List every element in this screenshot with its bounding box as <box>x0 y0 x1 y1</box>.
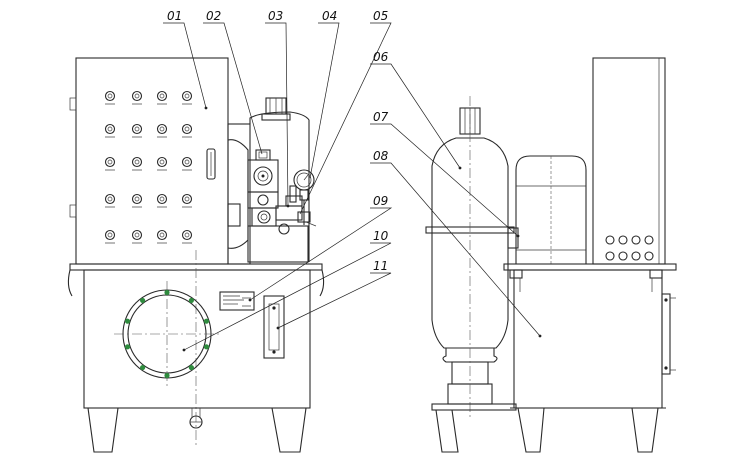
control-cabinet <box>69 57 229 265</box>
indicator-lamp <box>181 90 193 105</box>
flange-bolt <box>140 297 146 304</box>
flange-bolt <box>164 372 170 379</box>
indicator-lamp <box>131 156 143 171</box>
indicator-lamp <box>131 90 143 105</box>
callout-09: 09 <box>373 194 388 208</box>
callout-04: 04 <box>322 9 337 23</box>
indicator-lamp <box>181 156 193 171</box>
indicator-lamp <box>156 123 168 138</box>
oil-level-gauge <box>263 295 285 359</box>
nameplate <box>219 291 255 311</box>
callout-05: 05 <box>373 9 388 23</box>
oil-tank-side <box>510 269 676 453</box>
indicator-lamp <box>104 156 116 171</box>
panel-button <box>618 251 628 261</box>
indicator-lamp <box>156 156 168 171</box>
indicator-lamp-grid <box>104 90 193 244</box>
panel-button <box>605 251 615 261</box>
callout-06: 06 <box>373 50 389 64</box>
indicator-lamp <box>104 193 116 208</box>
callout-labels: 01 02 03 04 05 06 07 08 09 10 11 <box>167 9 389 273</box>
callout-11: 11 <box>373 259 388 273</box>
callout-02: 02 <box>206 9 221 23</box>
flange-bolt <box>124 318 131 324</box>
panel-button <box>631 235 641 245</box>
panel-button <box>618 235 628 245</box>
indicator-lamp <box>131 193 143 208</box>
flange-bolt <box>164 289 170 296</box>
side-view <box>425 57 677 453</box>
callout-03: 03 <box>268 9 283 23</box>
flange-bolt <box>203 344 210 350</box>
indicator-lamp <box>104 90 116 105</box>
indicator-lamp <box>156 229 168 244</box>
flange-bolts <box>124 289 210 379</box>
rear-electrical-cabinet <box>592 57 666 265</box>
front-view <box>67 57 325 453</box>
flange-bolt <box>203 318 210 324</box>
panel-button <box>605 235 615 245</box>
flange-bolt <box>140 364 146 371</box>
indicator-lamp <box>131 123 143 138</box>
indicator-lamp <box>104 123 116 138</box>
oil-tank-front <box>83 250 311 448</box>
inspection-flange <box>114 281 220 387</box>
panel-button <box>631 251 641 261</box>
flange-bolt <box>188 297 194 304</box>
indicator-lamp <box>156 193 168 208</box>
flange-bolt <box>124 344 131 350</box>
panel-button <box>644 235 654 245</box>
accumulator <box>425 96 515 418</box>
indicator-lamp <box>156 90 168 105</box>
indicator-lamp <box>104 229 116 244</box>
electric-motor <box>507 155 587 265</box>
indicator-lamp <box>181 193 193 208</box>
panel-button <box>644 251 654 261</box>
tank-legs-front <box>84 407 310 453</box>
callout-leaders <box>163 22 542 352</box>
accumulator-stand <box>431 403 517 453</box>
callout-07: 07 <box>373 110 389 124</box>
flange-bolt <box>188 364 194 371</box>
valve-stack <box>247 149 309 263</box>
callout-01: 01 <box>167 9 182 23</box>
tank-top-plate-side <box>503 263 677 292</box>
side-panel-buttons <box>605 235 654 261</box>
callout-10: 10 <box>373 229 389 243</box>
pressure-gauge <box>289 169 317 227</box>
callout-08: 08 <box>373 149 389 163</box>
indicator-lamp <box>181 229 193 244</box>
indicator-lamp <box>181 123 193 138</box>
indicator-lamp <box>131 229 143 244</box>
